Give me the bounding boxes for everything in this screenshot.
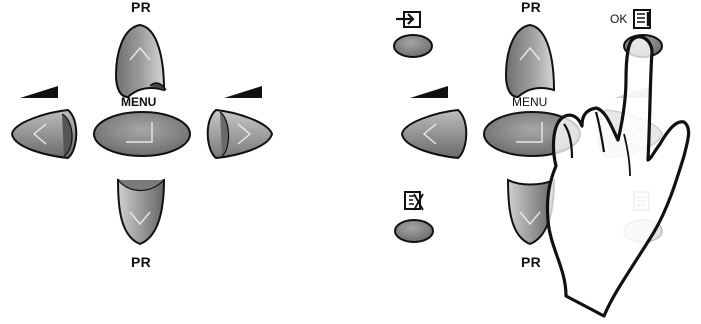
left-pr-up-button[interactable] [114, 23, 167, 99]
right-pr-up-button[interactable] [504, 23, 556, 99]
volume-ramp-icon [224, 86, 262, 98]
left-vol-down-button[interactable] [10, 108, 78, 160]
ok-index-icon [633, 9, 651, 29]
right-panel [393, 9, 691, 318]
right-pr-up-label: PR [521, 0, 542, 15]
input-source-button[interactable] [393, 34, 433, 58]
volume-ramp-icon [410, 86, 448, 98]
exit-button[interactable] [394, 219, 434, 243]
volume-ramp-icon [20, 86, 58, 98]
exit-icon [404, 191, 424, 211]
input-source-icon [396, 11, 421, 28]
right-pr-down-label: PR [521, 254, 542, 270]
left-pr-down-label: PR [131, 254, 152, 270]
left-menu-button[interactable] [93, 111, 191, 157]
right-vol-down-button[interactable] [400, 108, 468, 160]
left-menu-label: MENU [121, 95, 157, 109]
left-pr-up-label: PR [131, 0, 152, 15]
ok-label: OK [610, 12, 628, 26]
right-menu-label: MENU [512, 95, 548, 109]
hand-pointer-icon [545, 35, 691, 318]
left-pr-down-button[interactable] [116, 178, 166, 246]
left-vol-up-button[interactable] [206, 108, 274, 160]
left-panel [10, 23, 274, 246]
